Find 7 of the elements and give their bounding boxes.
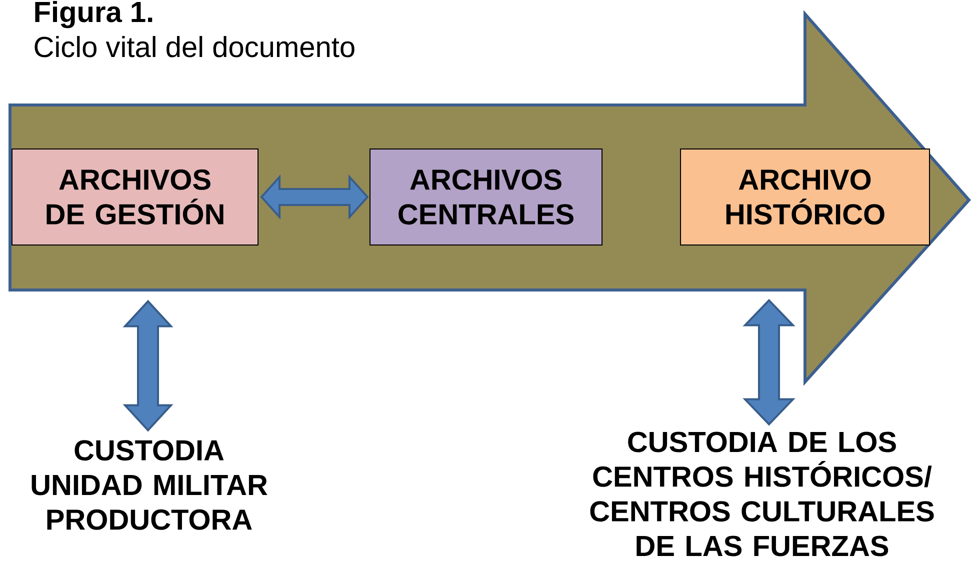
archive-box: ARCHIVO HISTÓRICO [680,148,930,246]
archive-box: ARCHIVOS DE GESTIÓN [12,148,258,246]
custody-text: CUSTODIA UNIDAD MILITAR PRODUCTORA [32,440,268,530]
figure-subtitle: Ciclo vital del documento [34,36,354,58]
custody-text: CUSTODIA DE LOS CENTROS HISTÓRICOS/ CENTROS CULTURALES DE LAS FUERZAS [590,432,934,556]
archive-box: ARCHIVOS CENTRALES [370,148,602,246]
figure-title: Figura 1. [35,0,152,28]
